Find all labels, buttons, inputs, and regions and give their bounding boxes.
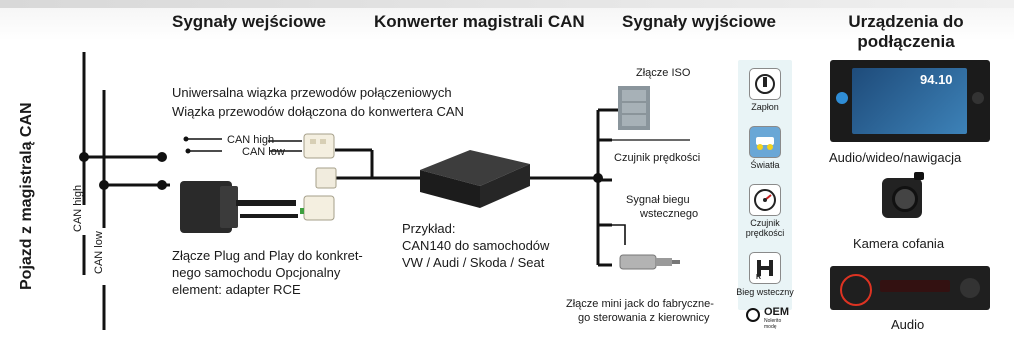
ignition-icon xyxy=(749,68,781,100)
audio-device-image xyxy=(830,266,990,310)
plug-play-text-3: element: adapter RCE xyxy=(172,282,301,297)
rear-camera-image xyxy=(876,172,928,224)
header-devices-1: Urządzenia do xyxy=(848,12,964,31)
iso-connector-icon xyxy=(618,86,650,130)
top-strip xyxy=(0,0,1014,8)
ignition-label: Zapłon xyxy=(751,102,779,112)
plug-play-text-1: Złącze Plug and Play do konkret- xyxy=(172,248,363,263)
speed-sensor-icon xyxy=(749,184,781,216)
output-iso-label: Złącze ISO xyxy=(636,67,691,79)
wire-label-can-low: CAN low xyxy=(242,146,285,158)
oem-label: OEM xyxy=(764,306,790,318)
output-jack-label-1: Złącze mini jack do fabryczne- xyxy=(566,298,714,310)
header-outputs: Sygnały wyjściowe xyxy=(622,12,777,31)
header-inputs: Sygnały wejściowe xyxy=(172,12,327,31)
lights-icon xyxy=(749,126,781,158)
plug-and-play-connector-icon xyxy=(180,181,298,233)
lights-label: Światła xyxy=(750,160,780,170)
speed-sensor-label-2: prędkości xyxy=(745,228,785,238)
harness-connector-icon xyxy=(303,133,335,159)
example-text-3: VW / Audi / Skoda / Seat xyxy=(402,255,545,270)
svg-text:R: R xyxy=(756,274,761,280)
harness-text-1: Uniwersalna wiązka przewodów połączeniow… xyxy=(172,85,452,100)
can-converter-box xyxy=(420,150,530,208)
av-nav-label: Audio/wideo/nawigacja xyxy=(829,150,962,165)
example-text-2: CAN140 do samochodów xyxy=(402,238,550,253)
reverse-gear-label: Bieg wsteczny xyxy=(736,287,794,297)
av-nav-screen-time: 94.10 xyxy=(920,72,953,87)
output-reverse-label-2: wstecznego xyxy=(640,208,699,220)
header-devices-2: podłączenia xyxy=(857,32,955,51)
example-text-1: Przykład: xyxy=(402,221,456,236)
header-converter: Konwerter magistrali CAN xyxy=(374,12,585,31)
mini-jack-icon xyxy=(619,254,680,270)
harness-text-2: Wiązka przewodów dołączona do konwertera… xyxy=(172,104,464,119)
speed-sensor-label-1: Czujnik xyxy=(750,218,780,228)
output-reverse-label-1: Sygnał biegu xyxy=(626,194,690,206)
steering-wheel-icon xyxy=(746,308,760,322)
av-nav-device-image: 94.10 xyxy=(830,60,990,142)
signal-icon-panel: Zapłon Światła Czujnik prędkości R Bieg … xyxy=(736,60,794,310)
camera-label: Kamera cofania xyxy=(853,236,945,251)
plug-play-text-2: nego samochodu Opcjonalny xyxy=(172,265,341,280)
output-jack-label-2: go sterowania z kierownicy xyxy=(578,312,710,324)
wire-label-can-high: CAN high xyxy=(227,134,275,146)
oem-sub-label: Nolerito modę xyxy=(764,318,782,330)
audio-label: Audio xyxy=(891,317,925,332)
reverse-gear-icon: R xyxy=(749,252,781,284)
converter-connector-icon xyxy=(300,167,337,221)
output-speed-label: Czujnik prędkości xyxy=(614,152,701,164)
